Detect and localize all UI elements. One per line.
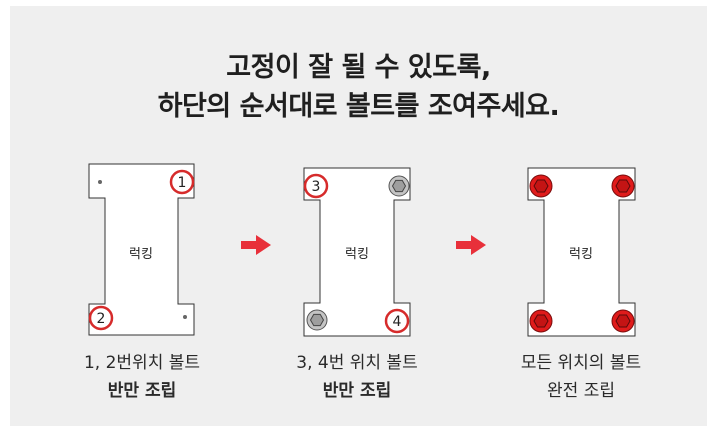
plate-outline [303,167,411,337]
step-badge-2: 2 [88,305,114,331]
title-line-2: 하단의 순서대로 볼트를 조여주세요. [157,91,560,122]
caption-line-2: 완전 조립 [547,381,615,401]
bolt-hole [98,180,102,184]
step-2-caption: 3, 4번 위치 볼트 반만 조립 [257,349,457,405]
step-1-caption: 1, 2번위치 볼트 반만 조립 [42,349,242,405]
plate-outline [527,167,636,337]
step-2-diagram: 럭킹 3 4 [303,167,411,337]
hex-bolt-icon [529,309,553,333]
caption-line-2: 반만 조립 [322,381,392,401]
caption-line-1: 3, 4번 위치 볼트 [296,353,418,373]
title-line-1: 고정이 잘 될 수 있도록, [226,52,491,83]
step-1-diagram: 럭킹 1 2 [88,163,195,336]
step-badge-number: 1 [178,175,187,191]
hex-bolt-icon [306,309,328,331]
caption-line-2: 반만 조립 [107,381,177,401]
plate-outline [88,163,195,336]
step-3-caption: 모든 위치의 볼트 완전 조립 [481,349,681,405]
caption-line-1: 모든 위치의 볼트 [520,353,642,373]
step-badge-1: 1 [169,169,195,195]
step-3-diagram: 럭킹 [527,167,636,337]
caption-line-1: 1, 2번위치 볼트 [83,353,201,373]
right-arrow-icon [456,235,486,255]
step-badge-number: 3 [312,179,321,195]
bolt-hole [183,315,187,319]
hex-bolt-icon [529,174,553,198]
step-badge-number: 4 [393,314,402,330]
page-title: 고정이 잘 될 수 있도록, 하단의 순서대로 볼트를 조여주세요. [0,48,717,126]
step-badge-number: 2 [97,311,106,327]
plate-label: 럭킹 [129,247,153,262]
step-badge-4: 4 [384,308,410,334]
right-arrow-icon [241,235,271,255]
plate-label: 럭킹 [345,247,369,262]
plate-label: 럭킹 [569,247,593,262]
step-badge-3: 3 [303,173,329,199]
hex-bolt-icon [388,175,410,197]
hex-bolt-icon [611,309,635,333]
hex-bolt-icon [611,174,635,198]
